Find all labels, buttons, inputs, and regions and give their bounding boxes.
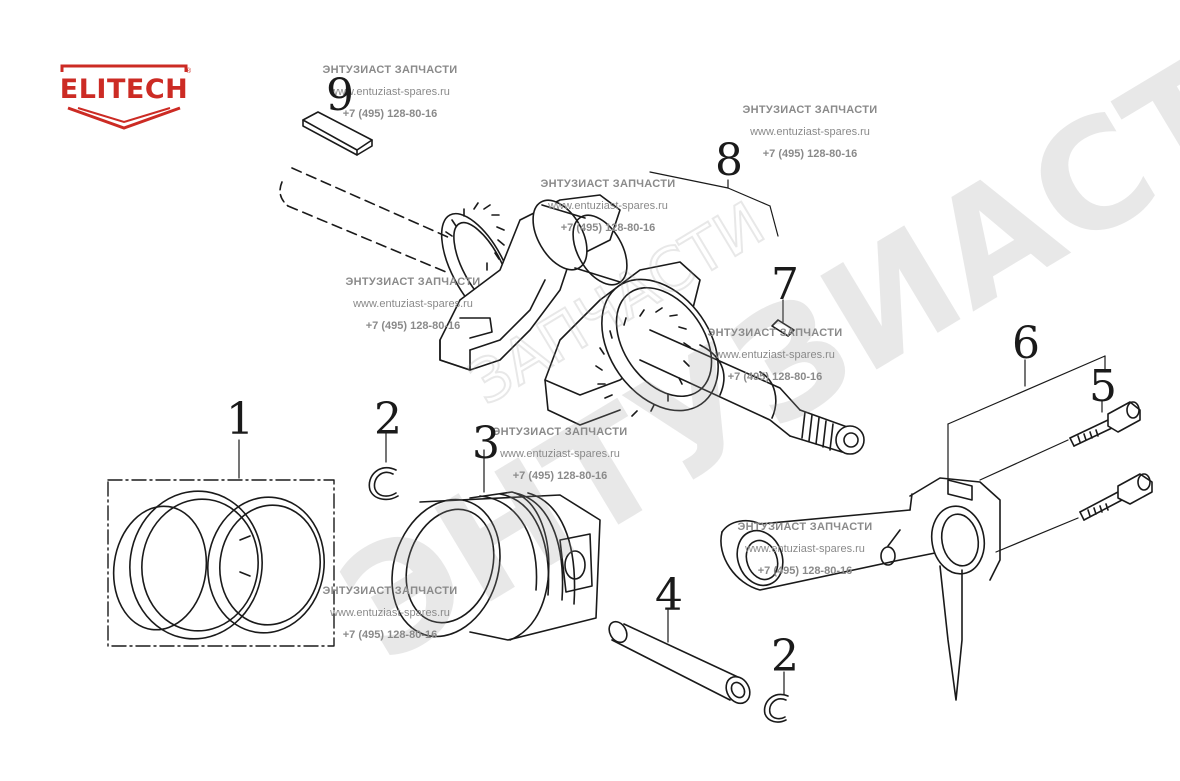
watermark-stamp: ЭНТУЗИАСТ ЗАПЧАСТИ www.entuziast-spares.… [725,521,885,577]
watermark-stamp: ЭНТУЗИАСТ ЗАПЧАСТИ www.entuziast-spares.… [528,178,688,234]
callout-8: 8 [715,135,743,186]
watermark-phone: +7 (495) 128-80-16 [762,148,858,160]
callout-6: 6 [1012,318,1040,369]
watermark-company: ЭНТУЗИАСТ ЗАПЧАСТИ [742,104,878,116]
watermark-website: www.entuziast-spares.ru [750,126,870,138]
watermark-website: www.entuziast-spares.ru [548,200,668,212]
watermark-company: ЭНТУЗИАСТ ЗАПЧАСТИ [540,178,676,190]
watermark-stamp: ЭНТУЗИАСТ ЗАПЧАСТИ www.entuziast-spares.… [333,276,493,332]
watermark-stamp: ЭНТУЗИАСТ ЗАПЧАСТИ www.entuziast-spares.… [310,585,470,641]
leader-8 [649,171,779,237]
watermark-company: ЭНТУЗИАСТ ЗАПЧАСТИ [707,327,843,339]
callout-5: 5 [1089,361,1117,412]
watermark-company: ЭНТУЗИАСТ ЗАПЧАСТИ [322,64,458,76]
part-6-conrod [720,355,1106,701]
part-5-bolts [1069,399,1153,521]
watermark-phone: +7 (495) 128-80-16 [512,470,608,482]
callout-2: 2 [771,631,799,682]
watermark-phone: +7 (495) 128-80-16 [342,629,438,641]
watermark-website: www.entuziast-spares.ru [715,349,835,361]
part-1-rings [107,439,335,647]
watermark-stamp: ЭНТУЗИАСТ ЗАПЧАСТИ www.entuziast-spares.… [310,64,470,120]
watermark-phone: +7 (495) 128-80-16 [342,108,438,120]
watermark-stamp: ЭНТУЗИАСТ ЗАПЧАСТИ www.entuziast-spares.… [480,426,640,482]
logo-chevron-icon [60,64,188,130]
part-2-circlip-lower [763,671,789,723]
registered-mark: ® [186,68,192,75]
watermark-company: ЭНТУЗИАСТ ЗАПЧАСТИ [345,276,481,288]
elitech-logo: ELITECH ® [58,64,192,134]
watermark-website: www.entuziast-spares.ru [330,86,450,98]
brand-name: ELITECH [59,74,189,105]
part-crankshaft [279,167,865,455]
callout-2: 2 [374,394,402,445]
callout-9: 9 [326,70,354,121]
part-2-circlip-upper [368,431,399,501]
callout-3: 3 [472,418,500,469]
part-9-key [302,111,373,156]
watermark-stamp: ЭНТУЗИАСТ ЗАПЧАСТИ www.entuziast-spares.… [730,104,890,160]
watermark-stamp: ЭНТУЗИАСТ ЗАПЧАСТИ www.entuziast-spares.… [695,327,855,383]
watermark-website: www.entuziast-spares.ru [745,543,865,555]
watermark-website: www.entuziast-spares.ru [330,607,450,619]
watermark-phone: +7 (495) 128-80-16 [727,371,823,383]
part-3-piston [391,449,601,641]
callout-7: 7 [771,259,799,310]
watermark-company: ЭНТУЗИАСТ ЗАПЧАСТИ [492,426,628,438]
callout-1: 1 [226,394,254,445]
part-7-key [771,299,795,337]
watermark-website: www.entuziast-spares.ru [353,298,473,310]
part-4-pin [608,609,751,705]
watermark-phone: +7 (495) 128-80-16 [560,222,656,234]
watermark-company: ЭНТУЗИАСТ ЗАПЧАСТИ [322,585,458,597]
watermark-phone: +7 (495) 128-80-16 [365,320,461,332]
callout-4: 4 [655,570,683,621]
watermark-company: ЭНТУЗИАСТ ЗАПЧАСТИ [737,521,873,533]
watermark-phone: +7 (495) 128-80-16 [757,565,853,577]
watermark-website: www.entuziast-spares.ru [500,448,620,460]
